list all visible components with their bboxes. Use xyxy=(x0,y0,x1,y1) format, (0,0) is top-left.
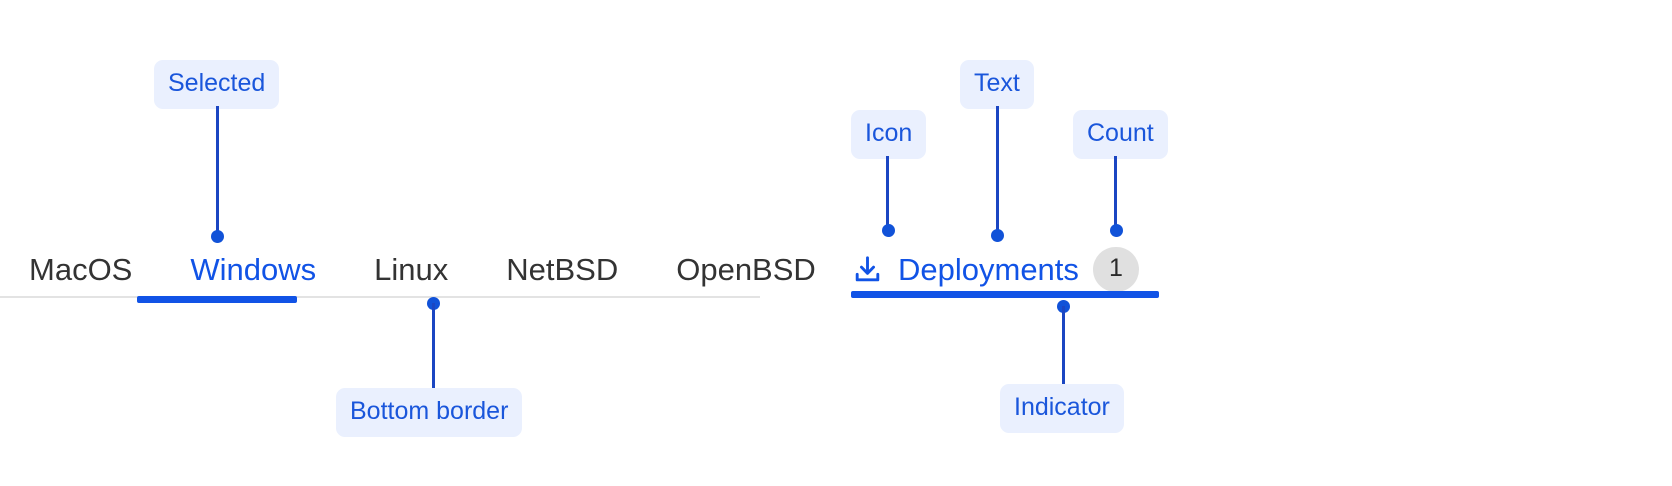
os-tab-row: MacOS Windows Linux NetBSD OpenBSD xyxy=(0,243,845,296)
sidebar-item-netbsd[interactable]: NetBSD xyxy=(506,252,619,287)
download-icon xyxy=(851,253,884,286)
callout-text: Text xyxy=(960,60,1034,109)
callout-selected: Selected xyxy=(154,60,280,109)
os-tab-bar: MacOS Windows Linux NetBSD OpenBSD xyxy=(0,243,816,298)
leader-line-indicator xyxy=(1062,306,1065,385)
sidebar-item-macos[interactable]: MacOS xyxy=(29,252,133,287)
leader-dot-selected xyxy=(211,230,224,243)
leader-dot-text xyxy=(991,229,1004,242)
leader-dot-icon xyxy=(882,224,895,237)
callout-indicator: Indicator xyxy=(1000,384,1124,433)
tab-deployments[interactable]: Deployments 1 xyxy=(851,243,1139,295)
active-tab-indicator xyxy=(851,291,1159,298)
selected-tab-indicator xyxy=(137,296,297,303)
tab-deployments-label: Deployments xyxy=(898,251,1079,287)
callout-icon: Icon xyxy=(851,110,927,159)
sidebar-item-linux[interactable]: Linux xyxy=(374,252,449,287)
leader-line-count xyxy=(1114,156,1117,232)
leader-line-selected xyxy=(216,106,219,237)
deployments-count-badge: 1 xyxy=(1092,246,1139,292)
leader-line-text xyxy=(996,106,999,232)
leader-line-icon xyxy=(886,156,889,232)
callout-bottom-border: Bottom border xyxy=(336,388,523,437)
leader-line-bottom-border xyxy=(432,303,435,388)
leader-dot-count xyxy=(1110,224,1123,237)
sidebar-item-openbsd[interactable]: OpenBSD xyxy=(676,252,816,287)
callout-count: Count xyxy=(1073,110,1168,159)
sidebar-item-windows[interactable]: Windows xyxy=(190,252,317,287)
